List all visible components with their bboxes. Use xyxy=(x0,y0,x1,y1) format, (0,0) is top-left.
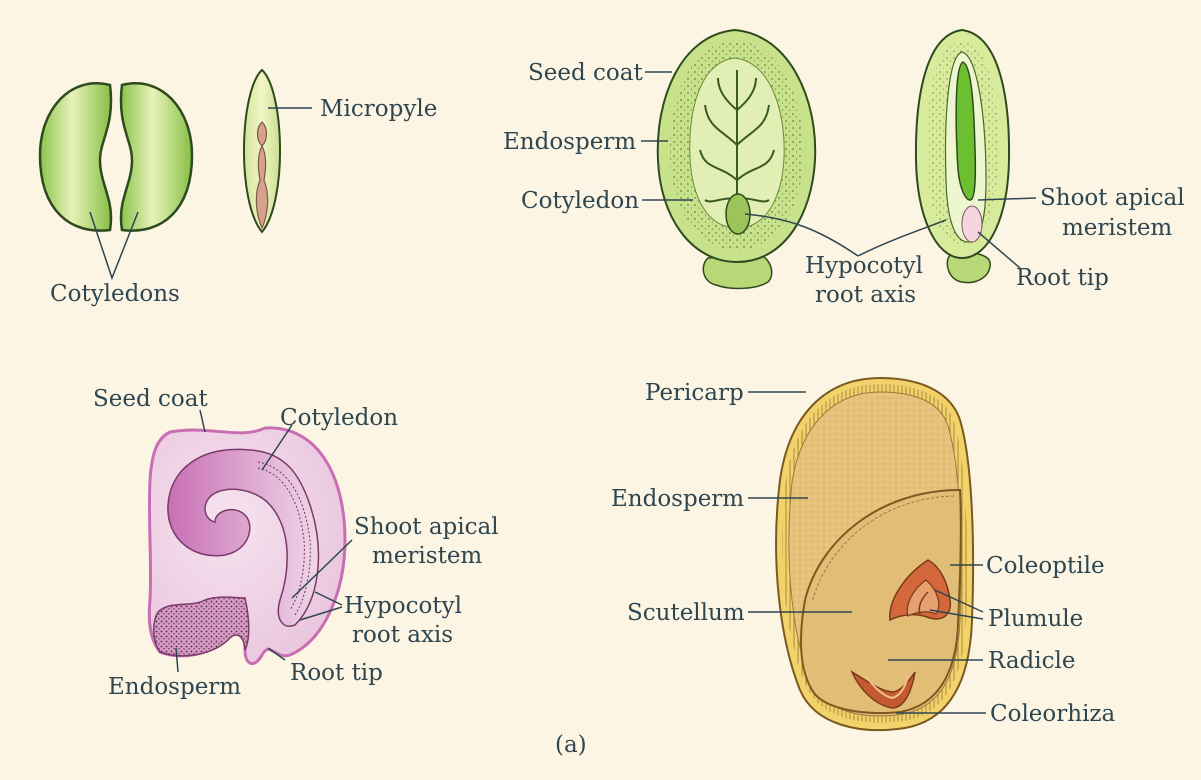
scutellum-boundary xyxy=(799,488,962,714)
label-embryo-root-axis: root axis xyxy=(352,622,453,648)
castor-embryo xyxy=(955,61,977,201)
figure-maize-grain: Pericarp Endosperm Scutellum Coleoptile … xyxy=(611,376,1116,732)
figure-caption: (a) xyxy=(555,732,587,758)
right-cotyledon xyxy=(119,82,194,232)
label-castor-endosperm: Endosperm xyxy=(503,129,636,155)
label-castor-cotyledon: Cotyledon xyxy=(521,188,639,214)
label-castor-root-tip: Root tip xyxy=(1016,265,1109,291)
label-maize-radicle: Radicle xyxy=(988,648,1076,674)
label-embryo-hypocotyl: Hypocotyl xyxy=(344,593,462,619)
label-embryo-endosperm: Endosperm xyxy=(108,674,241,700)
label-castor-meristem: meristem xyxy=(1062,215,1172,241)
label-maize-coleoptile: Coleoptile xyxy=(986,553,1105,579)
label-maize-scutellum: Scutellum xyxy=(627,600,745,626)
label-embryo-root-tip: Root tip xyxy=(290,660,383,686)
figure-castor-seed: Seed coat Endosperm Cotyledon Hypocotyl … xyxy=(503,28,1185,308)
label-cotyledons: Cotyledons xyxy=(50,281,180,307)
endosperm-region xyxy=(153,596,250,657)
label-embryo-cotyledon: Cotyledon xyxy=(280,405,398,431)
label-micropyle: Micropyle xyxy=(320,96,437,122)
label-embryo-shoot-apical: Shoot apical xyxy=(354,514,499,540)
embryo-axis xyxy=(255,121,269,230)
curled-cotyledon xyxy=(167,448,320,627)
figure-bean-cotyledons: Cotyledons Micropyle xyxy=(38,68,437,307)
label-castor-seed-coat: Seed coat xyxy=(528,60,643,86)
figure-curled-embryo: Seed coat Cotyledon Shoot apical meriste… xyxy=(93,386,499,700)
label-maize-plumule: Plumule xyxy=(988,606,1083,632)
label-castor-hypocotyl: Hypocotyl xyxy=(805,253,923,279)
label-embryo-seed-coat: Seed coat xyxy=(93,386,208,412)
coleorhiza xyxy=(850,670,916,709)
castor-root-tip-shape xyxy=(961,205,983,243)
label-embryo-meristem: meristem xyxy=(372,543,482,569)
label-castor-root-axis: root axis xyxy=(815,282,916,308)
label-castor-shoot-apical: Shoot apical xyxy=(1040,185,1185,211)
label-maize-coleorhiza: Coleorhiza xyxy=(990,701,1116,727)
label-maize-endosperm: Endosperm xyxy=(611,486,744,512)
left-cotyledon xyxy=(38,82,113,232)
label-maize-pericarp: Pericarp xyxy=(645,380,744,406)
castor-caruncle-left xyxy=(702,254,773,290)
